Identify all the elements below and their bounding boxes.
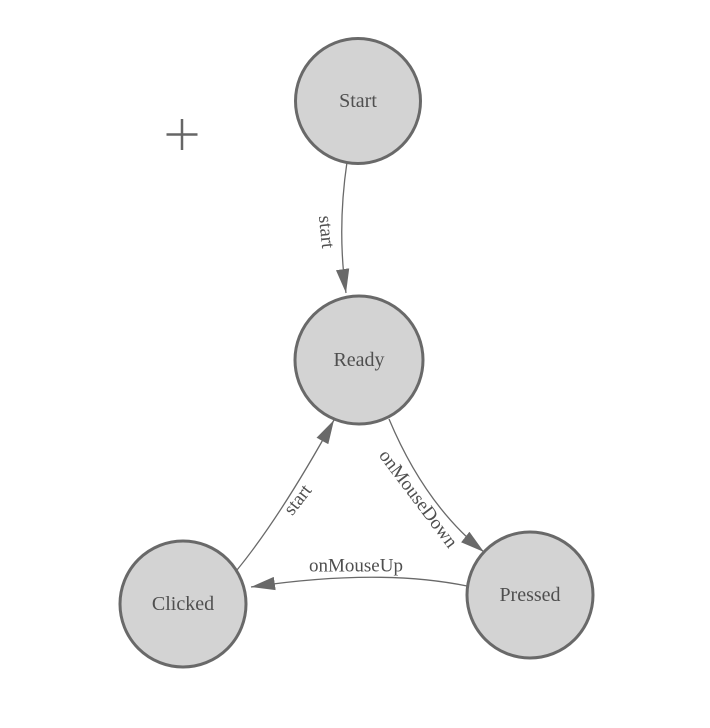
edge-ready-to-pressed[interactable]: onMouseDown <box>374 418 485 553</box>
edge-start-to-ready[interactable]: start <box>314 161 350 294</box>
node-ready[interactable]: Ready <box>293 294 425 426</box>
edge-clicked-to-ready[interactable]: start <box>236 419 335 571</box>
node-clicked[interactable]: Clicked <box>118 539 248 669</box>
edge-path-clicked-to-ready[interactable] <box>236 419 335 571</box>
node-ready-circle[interactable] <box>293 294 425 426</box>
node-start-circle[interactable] <box>294 37 422 165</box>
node-clicked-circle[interactable] <box>118 539 248 669</box>
node-start[interactable]: Start <box>294 37 422 165</box>
node-pressed-label: Pressed <box>499 584 560 606</box>
edge-label-ready-to-pressed: onMouseDown <box>374 446 462 553</box>
node-ready-label: Ready <box>333 349 384 371</box>
edge-path-start-to-ready[interactable] <box>335 161 350 294</box>
edge-label-pressed-to-clicked: onMouseUp <box>309 556 403 577</box>
edge-label-start-to-ready: start <box>314 215 338 250</box>
node-start-label: Start <box>339 90 377 112</box>
edge-path-ready-to-pressed[interactable] <box>388 418 485 553</box>
node-clicked-label: Clicked <box>152 593 214 615</box>
node-pressed-circle[interactable] <box>465 530 595 660</box>
node-pressed[interactable]: Pressed <box>465 530 595 660</box>
edge-path-pressed-to-clicked[interactable] <box>250 576 468 591</box>
edge-label-clicked-to-ready: start <box>280 480 317 519</box>
edge-pressed-to-clicked[interactable]: onMouseUp <box>250 556 468 591</box>
crosshair-cursor-icon <box>166 119 198 150</box>
